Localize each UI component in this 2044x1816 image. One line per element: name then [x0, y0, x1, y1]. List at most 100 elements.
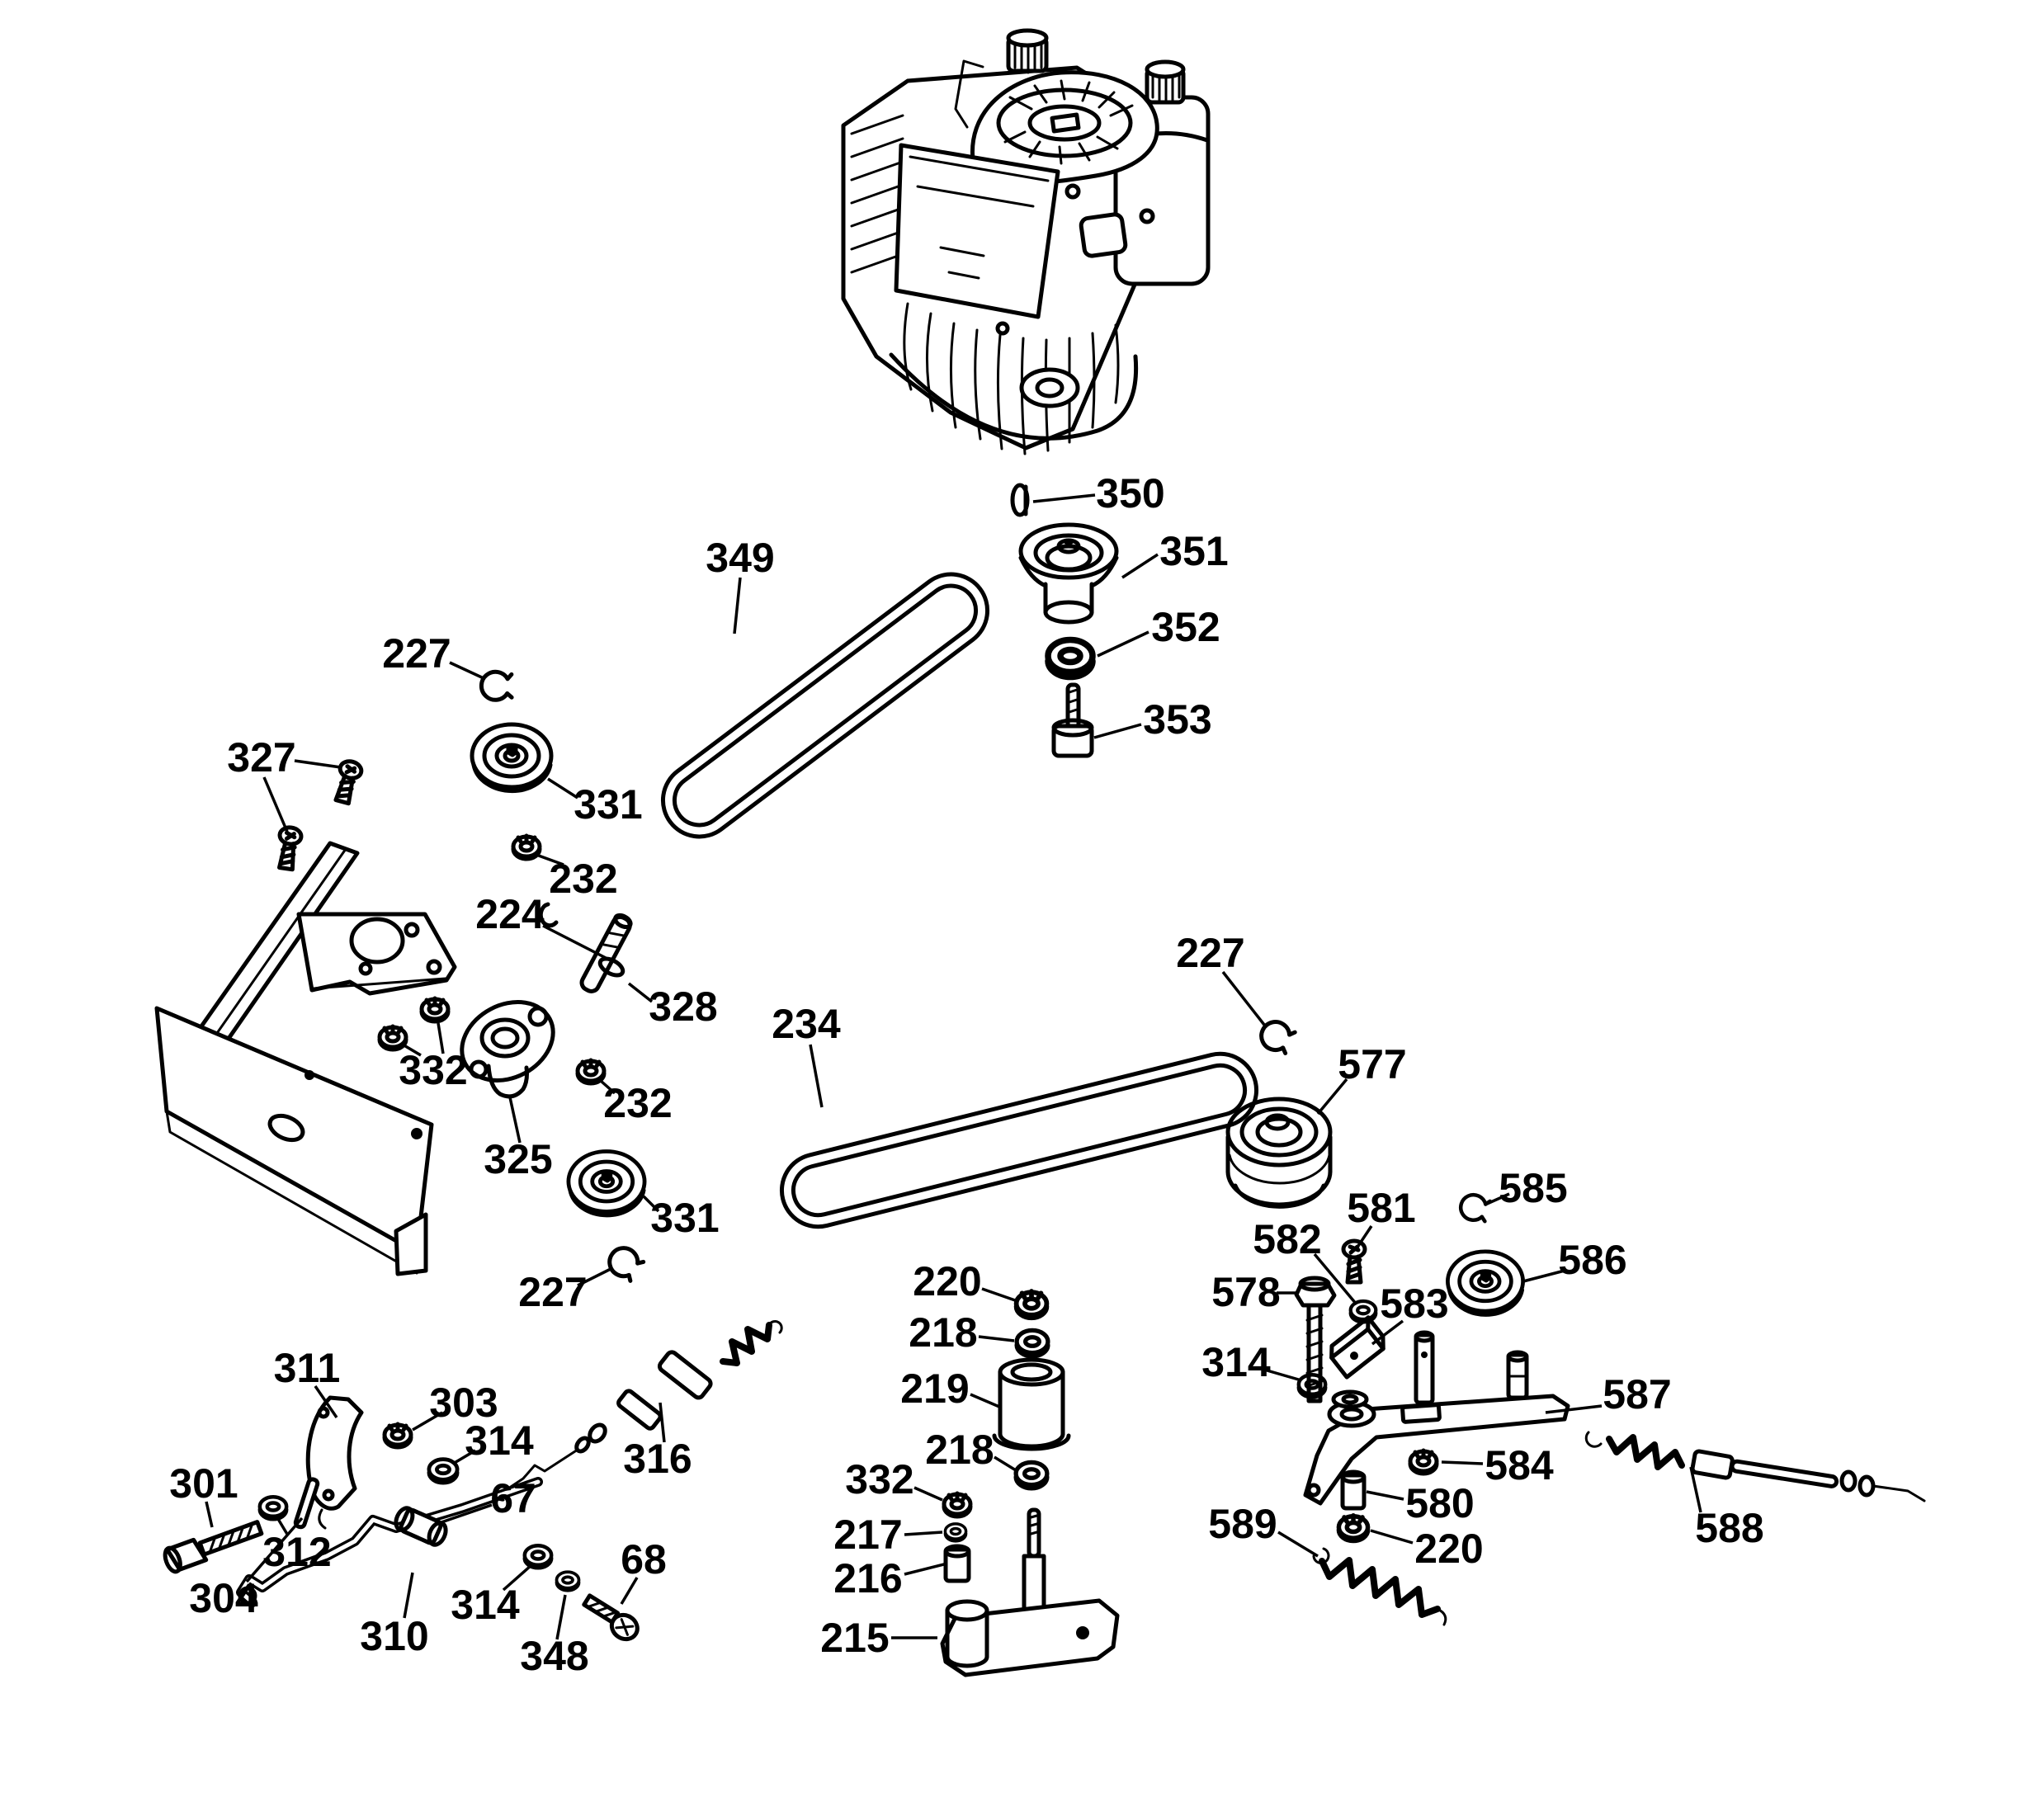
- callout-314[interactable]: 314: [451, 1564, 533, 1628]
- part-number-label[interactable]: 582: [1253, 1216, 1321, 1262]
- part-number-label[interactable]: 327: [227, 734, 295, 781]
- part-number-label[interactable]: 352: [1151, 604, 1220, 650]
- callout-332[interactable]: 332: [399, 1022, 468, 1093]
- part-number-label[interactable]: 215: [820, 1615, 889, 1661]
- callout-227[interactable]: 227: [1176, 930, 1266, 1026]
- part-number-label[interactable]: 589: [1208, 1501, 1277, 1547]
- callout-350[interactable]: 350: [1032, 470, 1165, 516]
- callout-68[interactable]: 68: [620, 1536, 667, 1605]
- part-number-label[interactable]: 314: [465, 1417, 534, 1464]
- part-number-label[interactable]: 577: [1338, 1041, 1406, 1087]
- callout-332[interactable]: 332: [845, 1456, 943, 1502]
- part-number-label[interactable]: 580: [1405, 1480, 1474, 1526]
- part-number-label[interactable]: 220: [913, 1258, 981, 1304]
- callout-585[interactable]: 585: [1486, 1165, 1568, 1211]
- callout-587[interactable]: 587: [1545, 1371, 1672, 1417]
- callout-232[interactable]: 232: [599, 1079, 673, 1126]
- callout-348[interactable]: 348: [520, 1594, 589, 1679]
- callout-584[interactable]: 584: [1441, 1442, 1554, 1488]
- part-number-label[interactable]: 301: [169, 1460, 238, 1507]
- part-number-label[interactable]: 584: [1485, 1442, 1554, 1488]
- part-number-label[interactable]: 350: [1096, 470, 1164, 516]
- part-number-label[interactable]: 232: [603, 1080, 672, 1126]
- callout-588[interactable]: 588: [1689, 1466, 1764, 1551]
- callout-217[interactable]: 217: [833, 1512, 943, 1558]
- callout-227[interactable]: 227: [382, 630, 484, 680]
- callout-219[interactable]: 219: [900, 1366, 1000, 1412]
- part-number-label[interactable]: 219: [900, 1366, 969, 1412]
- callout-325[interactable]: 325: [484, 1097, 553, 1182]
- callout-352[interactable]: 352: [1097, 604, 1220, 658]
- part-number-label[interactable]: 314: [451, 1582, 520, 1628]
- part-number-label[interactable]: 220: [1414, 1526, 1483, 1572]
- part-number-label[interactable]: 348: [520, 1633, 588, 1679]
- part-number-label[interactable]: 227: [1176, 930, 1244, 976]
- part-number-label[interactable]: 216: [833, 1555, 902, 1601]
- part-number-label[interactable]: 585: [1499, 1165, 1567, 1211]
- callout-589[interactable]: 589: [1208, 1501, 1319, 1558]
- callout-327[interactable]: 327: [227, 734, 342, 833]
- part-number-label[interactable]: 314: [1201, 1339, 1271, 1385]
- callout-316[interactable]: 316: [623, 1402, 692, 1482]
- callout-581[interactable]: 581: [1347, 1185, 1416, 1247]
- part-number-label[interactable]: 218: [909, 1309, 977, 1356]
- callout-215[interactable]: 215: [820, 1615, 937, 1661]
- callout-331[interactable]: 331: [642, 1195, 720, 1241]
- part-number-label[interactable]: 311: [274, 1345, 341, 1391]
- part-number-label[interactable]: 331: [650, 1195, 719, 1241]
- callout-220[interactable]: 220: [913, 1258, 1018, 1304]
- callout-303[interactable]: 303: [412, 1380, 498, 1432]
- part-number-label[interactable]: 581: [1347, 1185, 1415, 1231]
- callout-232[interactable]: 232: [536, 853, 618, 902]
- callout-227[interactable]: 227: [518, 1267, 611, 1315]
- callout-351[interactable]: 351: [1121, 528, 1229, 579]
- callout-577[interactable]: 577: [1316, 1041, 1407, 1116]
- callout-218[interactable]: 218: [925, 1427, 1017, 1473]
- part-number-label[interactable]: 224: [475, 891, 545, 937]
- callout-331[interactable]: 331: [547, 777, 643, 828]
- part-number-label[interactable]: 218: [925, 1427, 994, 1473]
- callout-586[interactable]: 586: [1522, 1237, 1627, 1283]
- callout-314[interactable]: 314: [452, 1417, 534, 1465]
- callout-311[interactable]: 311: [274, 1345, 341, 1418]
- callout-224[interactable]: 224: [475, 891, 611, 962]
- part-number-label[interactable]: 351: [1159, 528, 1228, 574]
- part-number-label[interactable]: 227: [518, 1269, 587, 1315]
- callout-218[interactable]: 218: [909, 1309, 1015, 1356]
- part-number-label[interactable]: 332: [845, 1456, 913, 1502]
- part-number-label[interactable]: 67: [490, 1475, 536, 1521]
- part-number-label[interactable]: 349: [706, 535, 774, 581]
- part-number-label[interactable]: 331: [574, 781, 642, 828]
- part-number-label[interactable]: 316: [623, 1436, 692, 1482]
- part-number-label[interactable]: 303: [429, 1380, 498, 1426]
- callout-328[interactable]: 328: [627, 982, 718, 1030]
- part-number-label[interactable]: 588: [1695, 1505, 1763, 1551]
- callout-234[interactable]: 234: [772, 1001, 841, 1108]
- part-number-label[interactable]: 325: [484, 1136, 552, 1182]
- part-number-label[interactable]: 583: [1380, 1281, 1448, 1327]
- callout-220[interactable]: 220: [1370, 1526, 1484, 1572]
- callout-304[interactable]: 304: [189, 1516, 304, 1621]
- part-number-label[interactable]: 328: [649, 983, 717, 1030]
- part-number-label[interactable]: 68: [621, 1536, 667, 1583]
- part-number-label[interactable]: 217: [833, 1512, 902, 1558]
- callout-580[interactable]: 580: [1366, 1480, 1475, 1526]
- callout-67[interactable]: 67: [438, 1475, 536, 1525]
- part-number-label[interactable]: 232: [549, 856, 617, 902]
- part-number-label[interactable]: 353: [1143, 696, 1211, 743]
- part-number-label[interactable]: 332: [399, 1047, 467, 1093]
- part-number-label[interactable]: 587: [1603, 1371, 1671, 1417]
- callout-216[interactable]: 216: [833, 1555, 945, 1601]
- callout-582[interactable]: 582: [1253, 1216, 1358, 1306]
- part-number-label[interactable]: 586: [1558, 1237, 1626, 1283]
- part-number-label[interactable]: 578: [1211, 1269, 1280, 1315]
- part-number-label[interactable]: 310: [360, 1613, 428, 1659]
- callout-578[interactable]: 578: [1211, 1269, 1299, 1315]
- part-number-label[interactable]: 227: [382, 630, 451, 677]
- callout-583[interactable]: 583: [1371, 1281, 1449, 1346]
- callout-301[interactable]: 301: [169, 1460, 238, 1528]
- callout-349[interactable]: 349: [706, 535, 775, 634]
- callout-314[interactable]: 314: [1201, 1339, 1302, 1385]
- callout-353[interactable]: 353: [1093, 696, 1212, 743]
- callout-310[interactable]: 310: [360, 1572, 429, 1659]
